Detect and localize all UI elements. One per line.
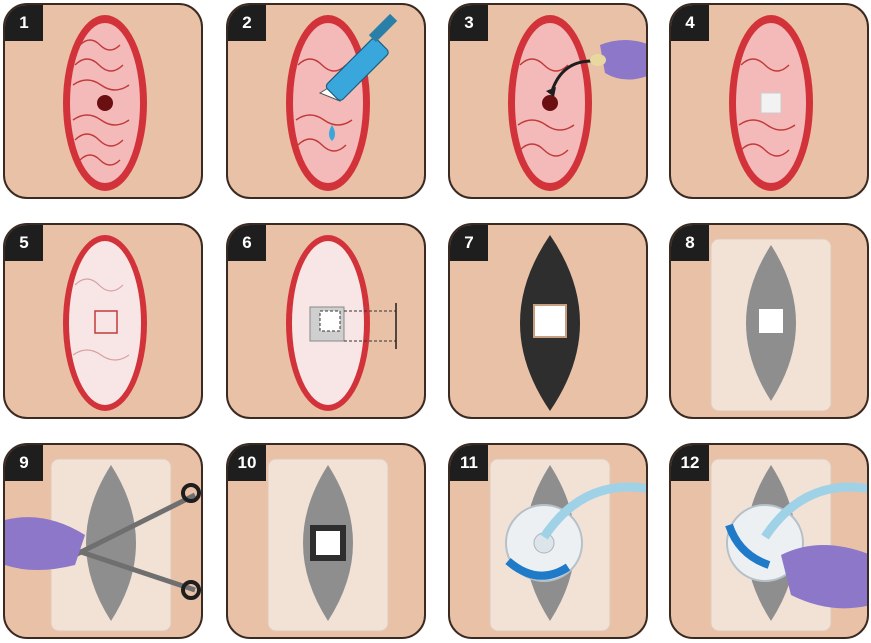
panel-step-8: 8 bbox=[669, 223, 869, 419]
step-number: 9 bbox=[5, 445, 43, 481]
white-plug bbox=[761, 93, 781, 113]
panel-step-4: 4 bbox=[669, 3, 869, 199]
fistula-opening bbox=[97, 95, 113, 111]
step-number: 4 bbox=[671, 5, 709, 41]
panel-step-11: 11 bbox=[448, 443, 648, 639]
foam-window bbox=[534, 305, 566, 337]
panel-step-6: 6 bbox=[226, 223, 426, 419]
panel-step-7: 7 bbox=[448, 223, 648, 419]
step-number: 1 bbox=[5, 5, 43, 41]
panel-step-9: 9 bbox=[3, 443, 203, 639]
step-number: 2 bbox=[228, 5, 266, 41]
step-number: 10 bbox=[228, 445, 266, 481]
gloved-hand bbox=[600, 40, 648, 80]
panel-step-1: 1 bbox=[3, 3, 203, 199]
panel-step-2: 2 bbox=[226, 3, 426, 199]
step-number: 7 bbox=[450, 225, 488, 261]
opening-outline bbox=[320, 311, 340, 331]
panel-step-3: 3 bbox=[448, 3, 648, 199]
step-number: 11 bbox=[450, 445, 488, 481]
panel-step-5: 5 bbox=[3, 223, 203, 419]
panel-step-12: 12 bbox=[669, 443, 869, 639]
step-number: 12 bbox=[671, 445, 709, 481]
step-number: 3 bbox=[450, 5, 488, 41]
step-number: 6 bbox=[228, 225, 266, 261]
step-number: 5 bbox=[5, 225, 43, 261]
step-number: 8 bbox=[671, 225, 709, 261]
panel-step-10: 10 bbox=[226, 443, 426, 639]
